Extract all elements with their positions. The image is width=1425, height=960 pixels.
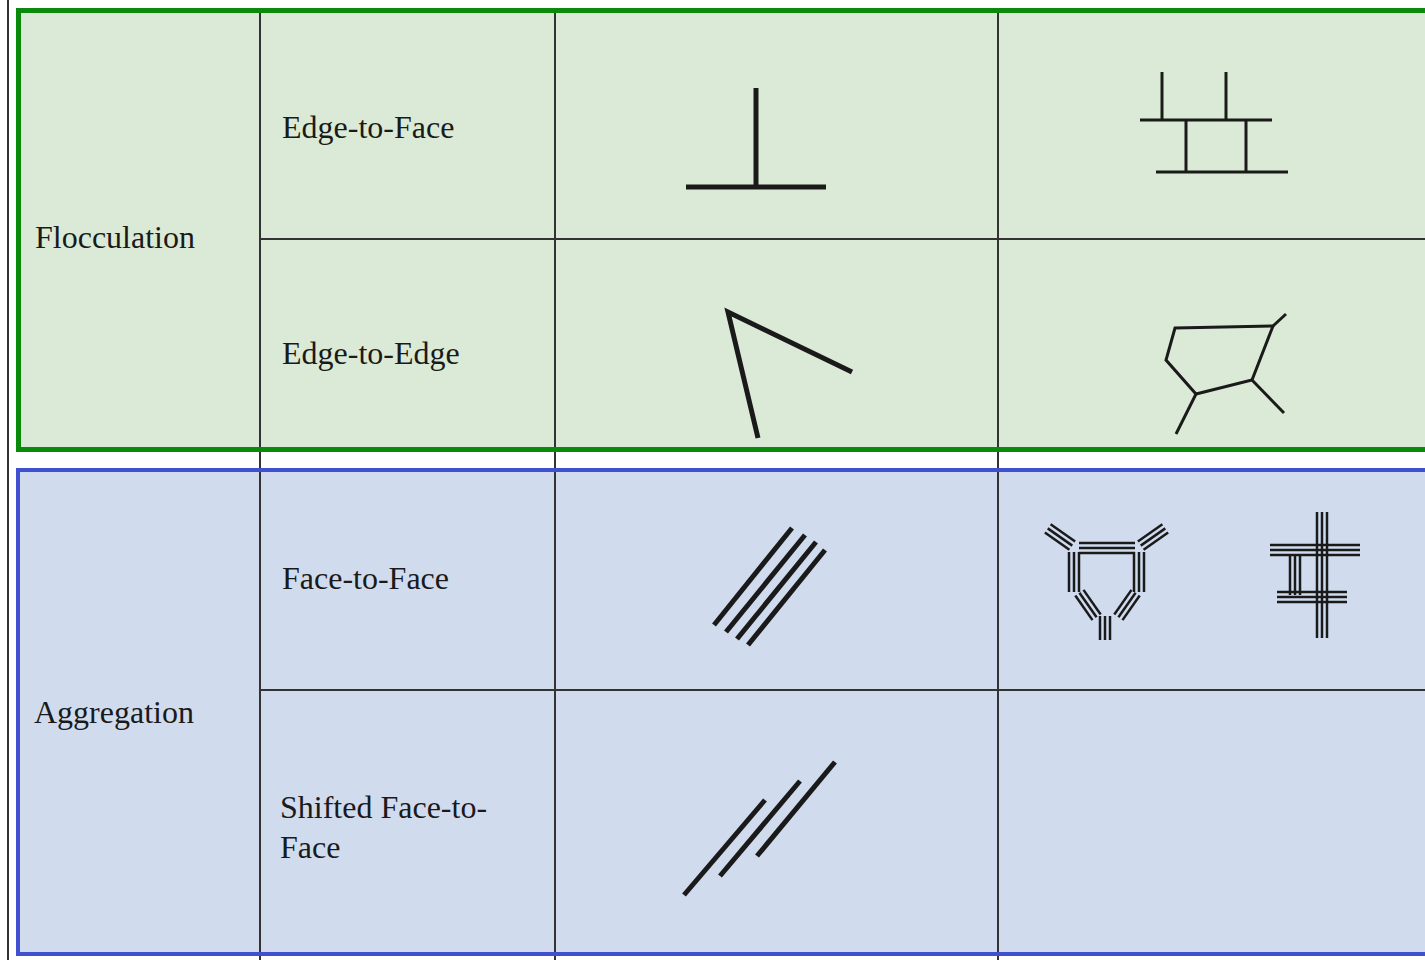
- flocculation-band: Flocculation: [16, 8, 1425, 452]
- cell-label: Edge-to-Edge: [282, 333, 532, 373]
- aggregate-network-sketch: [1045, 512, 1360, 640]
- aggregation-band: Aggregation: [16, 468, 1425, 956]
- shifted-face-to-face-sketch: [684, 762, 835, 895]
- table-cell: Edge-to-Edge: [282, 333, 532, 373]
- band-fill: [16, 468, 1425, 954]
- edge-to-edge-sketch: [728, 312, 1286, 438]
- cell-label: Face-to-Face: [282, 558, 532, 598]
- category-label: Flocculation: [35, 217, 195, 257]
- edge-to-face-sketch: [686, 72, 1288, 187]
- grid-lines: [8, 0, 1425, 960]
- table-cell: Shifted Face-to-Face: [280, 787, 530, 867]
- face-to-face-sketch: [714, 528, 825, 645]
- table-cell: Face-to-Face: [282, 558, 532, 598]
- cell-label: Edge-to-Face: [282, 107, 532, 147]
- cell-label: Shifted Face-to-Face: [280, 787, 530, 867]
- table-cell: Edge-to-Face: [282, 107, 532, 147]
- category-label: Aggregation: [34, 692, 194, 732]
- band-fill: [16, 8, 1425, 452]
